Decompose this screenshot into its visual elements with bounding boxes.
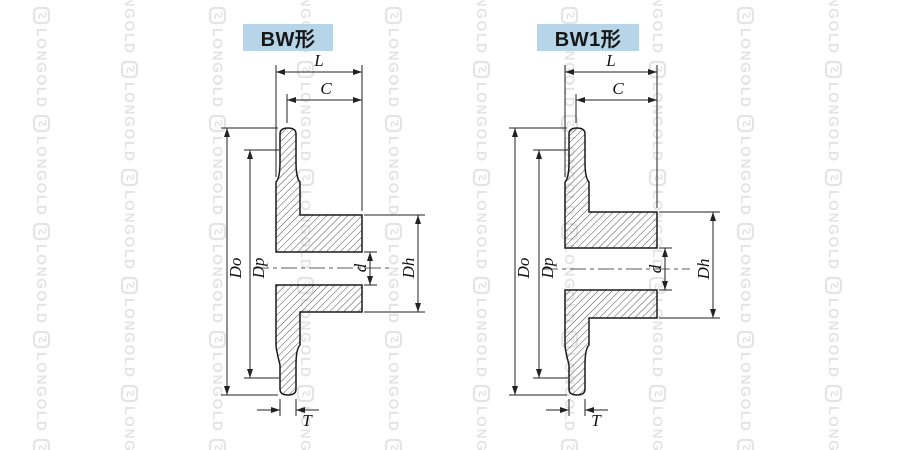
dim-label-L: L <box>605 51 615 70</box>
dim-label-d: d <box>646 264 665 273</box>
upper-cross-section <box>564 127 658 249</box>
dim-label-Do: Do <box>514 258 533 280</box>
sprocket-body <box>542 127 690 396</box>
dimension-L: L <box>564 51 658 208</box>
dimension-L: L <box>275 51 363 211</box>
dimension-T: T <box>257 399 319 430</box>
dimension-Dh: Dh <box>659 211 720 319</box>
figure-title-bw-badge: BW形 <box>243 24 333 51</box>
dimension-Dh: Dh <box>364 214 425 313</box>
dimension-C: C <box>286 79 362 123</box>
dim-label-Dp: Dp <box>249 258 268 280</box>
dimension-T: T <box>546 399 608 430</box>
dimension-Do: Do <box>221 127 278 396</box>
upper-cross-section <box>275 127 363 253</box>
dim-label-Dh: Dh <box>694 259 713 281</box>
bw-diagram: L C Do Dp d Dh <box>221 51 425 430</box>
lower-cross-section <box>275 284 363 396</box>
dim-label-T: T <box>591 411 602 430</box>
dim-label-d: d <box>351 263 370 272</box>
dim-label-C: C <box>612 79 624 98</box>
dim-label-L: L <box>313 51 323 70</box>
bw1-diagram: L C Do Dp d Dh <box>509 51 720 430</box>
sprocket-body <box>253 127 393 396</box>
dim-label-Dp: Dp <box>538 258 557 280</box>
dim-label-C: C <box>320 79 332 98</box>
dim-label-T: T <box>302 411 313 430</box>
dimension-Dp: Dp <box>244 149 279 379</box>
figure-title-bw1-badge: BW1形 <box>537 24 639 51</box>
dimension-d: d <box>351 251 377 286</box>
dimension-C: C <box>575 79 657 123</box>
lower-cross-section <box>564 289 658 396</box>
dim-label-Dh: Dh <box>399 258 418 280</box>
dimension-Dp: Dp <box>533 149 568 379</box>
dimension-Do: Do <box>509 127 567 396</box>
dim-label-Do: Do <box>226 258 245 280</box>
dimension-d: d <box>646 247 672 291</box>
